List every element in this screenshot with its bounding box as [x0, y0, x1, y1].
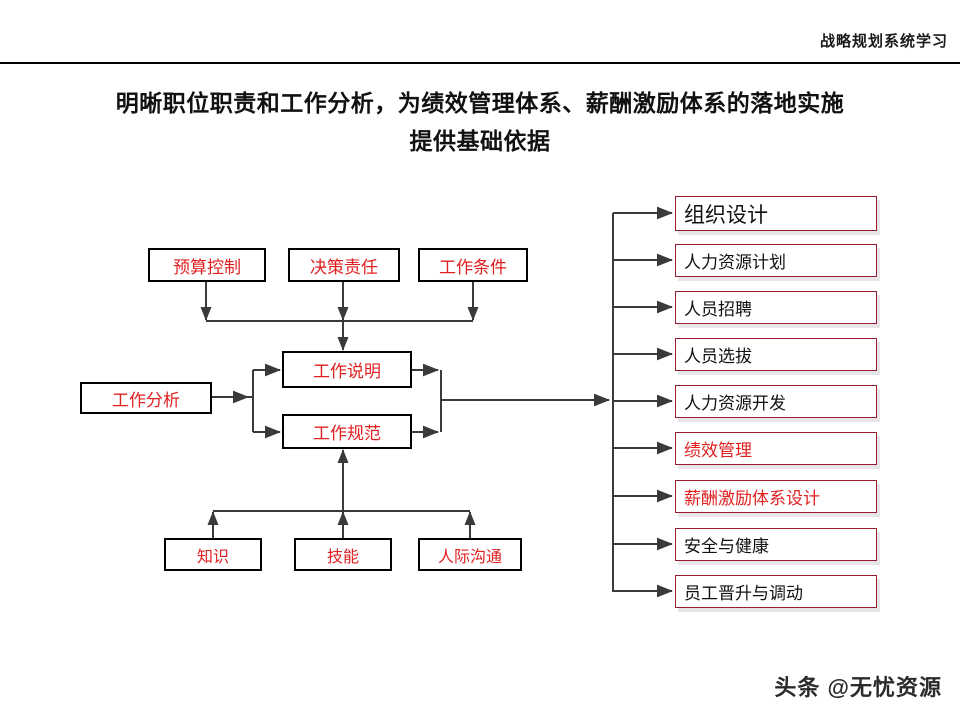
- node-safety-and-health[interactable]: 安全与健康: [675, 528, 877, 561]
- node-label: 工作规范: [313, 424, 381, 443]
- page-title-line-2: 提供基础依据: [409, 128, 551, 154]
- node-skills[interactable]: 技能: [294, 538, 392, 571]
- header-divider: [0, 62, 960, 64]
- node-label: 决策责任: [310, 257, 378, 277]
- node-label: 人力资源计划: [684, 253, 786, 272]
- node-job-analysis[interactable]: 工作分析: [80, 382, 212, 414]
- node-recruitment[interactable]: 人员招聘: [675, 291, 877, 324]
- node-label: 知识: [196, 548, 229, 566]
- header-bar: 战略规划系统学习: [0, 0, 960, 62]
- node-personnel-selection[interactable]: 人员选拔: [675, 338, 877, 371]
- node-hr-development[interactable]: 人力资源开发: [675, 385, 877, 418]
- node-compensation-incentive-design[interactable]: 薪酬激励体系设计: [675, 480, 877, 513]
- node-promotion-and-transfer[interactable]: 员工晋升与调动: [675, 575, 877, 608]
- page-title-line-1: 明晰职位职责和工作分析，为绩效管理体系、薪酬激励体系的落地实施: [115, 90, 845, 116]
- node-label: 员工晋升与调动: [684, 584, 803, 603]
- watermark: 头条 @无忧资源: [774, 675, 942, 700]
- node-label: 工作说明: [313, 362, 381, 381]
- node-job-specification[interactable]: 工作规范: [282, 414, 412, 449]
- page-title: 明晰职位职责和工作分析，为绩效管理体系、薪酬激励体系的落地实施 提供基础依据: [40, 84, 920, 160]
- node-label: 薪酬激励体系设计: [684, 489, 820, 508]
- header-title: 战略规划系统学习: [819, 33, 948, 50]
- node-budget-control[interactable]: 预算控制: [148, 248, 266, 282]
- node-label: 人员招聘: [684, 300, 752, 319]
- node-decision-responsibility[interactable]: 决策责任: [288, 248, 400, 282]
- node-organization-design[interactable]: 组织设计: [675, 196, 877, 231]
- node-label: 预算控制: [173, 257, 241, 277]
- node-hr-planning[interactable]: 人力资源计划: [675, 244, 877, 277]
- node-label: 组织设计: [684, 203, 768, 227]
- node-label: 安全与健康: [684, 537, 769, 556]
- node-label: 工作条件: [439, 257, 507, 277]
- node-performance-management[interactable]: 绩效管理: [675, 432, 877, 465]
- node-label: 绩效管理: [684, 441, 752, 460]
- node-label: 人员选拔: [684, 347, 752, 366]
- node-label: 人力资源开发: [684, 394, 786, 413]
- node-knowledge[interactable]: 知识: [164, 538, 262, 571]
- node-working-conditions[interactable]: 工作条件: [418, 248, 528, 282]
- node-interpersonal-communication[interactable]: 人际沟通: [418, 538, 522, 571]
- node-label: 技能: [326, 548, 359, 566]
- node-label: 人际沟通: [437, 548, 502, 566]
- node-job-description[interactable]: 工作说明: [282, 351, 412, 388]
- node-label: 工作分析: [112, 390, 180, 410]
